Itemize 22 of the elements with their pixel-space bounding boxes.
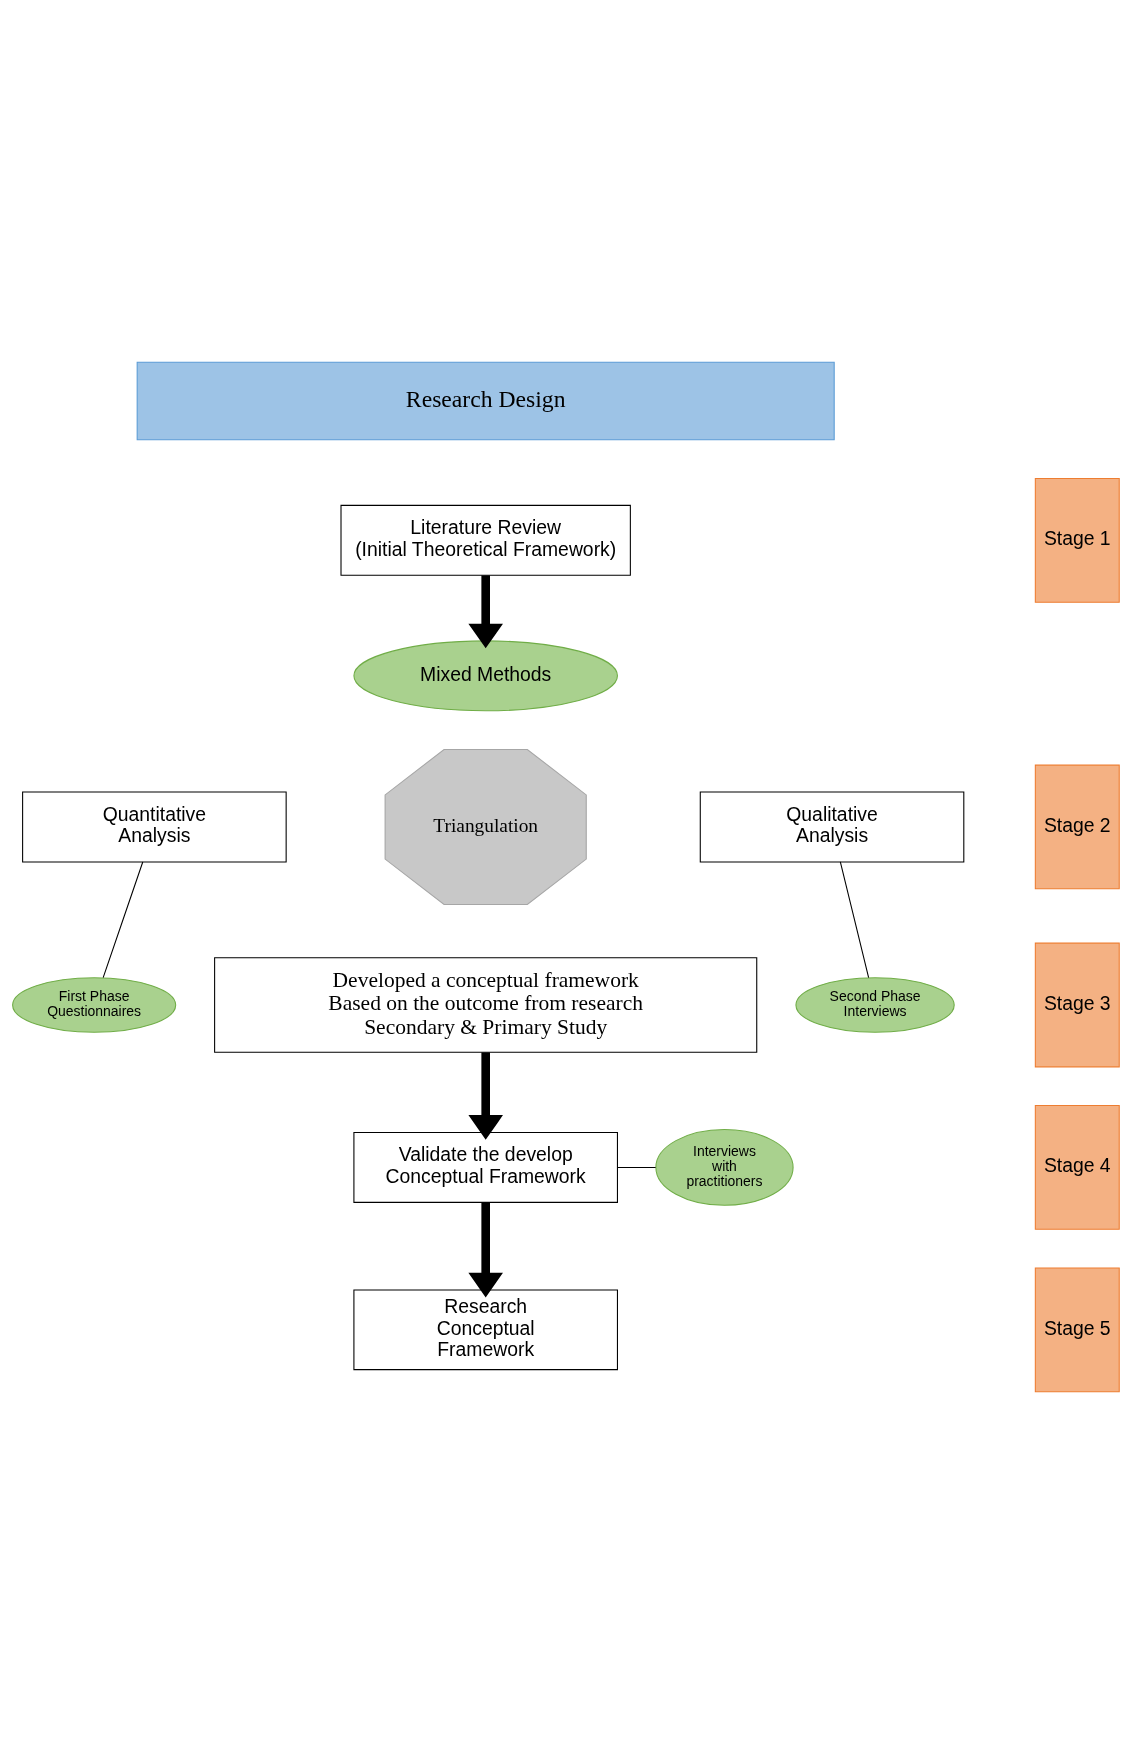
node-ellipse: Interviews with practitioners: [655, 1129, 794, 1206]
node-box: Research Conceptual Framework: [353, 1289, 618, 1371]
node-box: Validate the develop Conceptual Framework: [353, 1131, 618, 1203]
node-box: Stage 4: [1034, 1105, 1120, 1230]
node-box: Stage 5: [1034, 1267, 1120, 1393]
node-box: Developed a conceptual framework Based on the outcome from research Secondary & Primary Study: [214, 957, 758, 1053]
arrow: [468, 575, 503, 649]
node-box: Research Design: [136, 361, 835, 441]
node-ellipse: Mixed Methods: [353, 640, 618, 712]
connector: [839, 861, 870, 979]
node-box: Quantitative Analysis: [22, 791, 287, 863]
connector: [102, 861, 144, 979]
node-ellipse: First Phase Questionnaires: [12, 977, 177, 1033]
node-box: Literature Review (Initial Theoretical Framework): [340, 504, 631, 576]
arrow: [468, 1052, 503, 1140]
node-box: Stage 3: [1034, 942, 1120, 1068]
node-box: Stage 2: [1034, 764, 1120, 890]
node-box: Qualitative Analysis: [699, 791, 965, 863]
node-ellipse: Second Phase Interviews: [795, 977, 955, 1033]
node-box: Stage 1: [1034, 477, 1120, 603]
arrow: [468, 1202, 503, 1298]
connector: [617, 1166, 657, 1168]
